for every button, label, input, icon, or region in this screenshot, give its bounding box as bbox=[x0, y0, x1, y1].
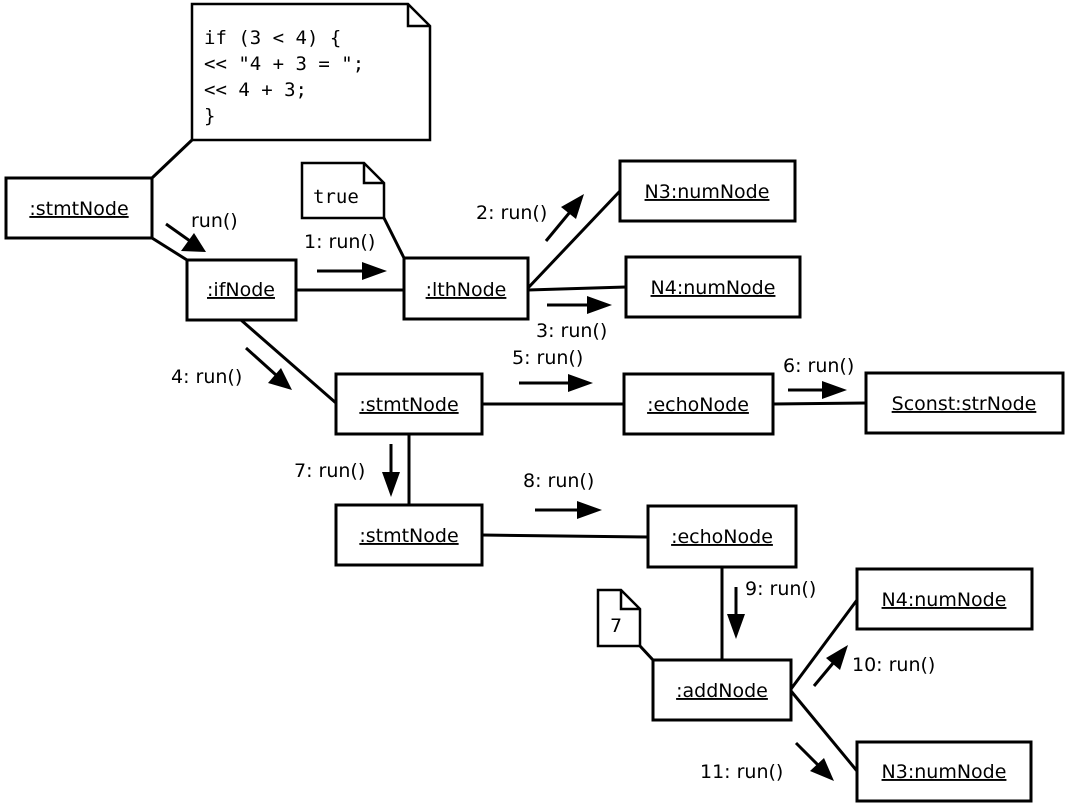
code-line: if (3 < 4) { bbox=[204, 27, 341, 49]
link-lth-n3top bbox=[526, 189, 622, 290]
node-n3-top: N3:numNode bbox=[618, 159, 797, 223]
link-if-stmtmid bbox=[240, 318, 337, 405]
message-label: 1: run() bbox=[304, 231, 375, 253]
link-truenote-lth bbox=[382, 217, 406, 259]
message-label: 4: run() bbox=[171, 366, 242, 388]
node-lth: :lthNode bbox=[402, 256, 530, 321]
message-label: 9: run() bbox=[745, 578, 816, 600]
code-line: << "4 + 3 = "; bbox=[204, 53, 364, 75]
message-arrow bbox=[727, 587, 745, 639]
node-label: :stmtNode bbox=[359, 394, 458, 416]
message-arrow bbox=[535, 501, 602, 519]
code-line: << 4 + 3; bbox=[204, 79, 307, 101]
node-add: :addNode bbox=[651, 658, 793, 722]
seven-note: 7 bbox=[596, 588, 642, 648]
message-arrow bbox=[788, 381, 847, 399]
message-arrow bbox=[165, 222, 206, 252]
node-label: :echoNode bbox=[647, 394, 749, 416]
node-label: N4:numNode bbox=[651, 277, 776, 299]
message-arrow bbox=[812, 645, 848, 687]
node-stmt-low: :stmtNode bbox=[334, 503, 484, 567]
message-label: 7: run() bbox=[294, 460, 365, 482]
links bbox=[150, 138, 867, 772]
message-arrow bbox=[317, 262, 387, 280]
node-label: :echoNode bbox=[671, 526, 773, 548]
node-echo-mid: :echoNode bbox=[622, 372, 775, 436]
message-label: run() bbox=[191, 210, 238, 232]
node-root-stmt: :stmtNode bbox=[4, 176, 154, 240]
message-arrow bbox=[544, 194, 584, 242]
node-n3-bottom: N3:numNode bbox=[855, 740, 1033, 803]
node-label: Sconst:strNode bbox=[892, 393, 1037, 415]
link-root-if bbox=[151, 236, 188, 262]
node-label: :addNode bbox=[676, 680, 768, 702]
node-label: :ifNode bbox=[207, 279, 275, 301]
node-n4-bottom: N4:numNode bbox=[855, 567, 1034, 631]
node-label: :lthNode bbox=[426, 279, 507, 301]
node-n4-top: N4:numNode bbox=[624, 255, 802, 319]
message-arrow bbox=[244, 346, 292, 390]
message-arrow bbox=[519, 374, 593, 392]
node-label: N4:numNode bbox=[882, 589, 1007, 611]
true-note-shape bbox=[300, 161, 386, 220]
message-arrow bbox=[547, 296, 612, 314]
node-label: :stmtNode bbox=[29, 198, 128, 220]
message-label: 8: run() bbox=[523, 470, 594, 492]
link-note-root bbox=[150, 138, 194, 180]
message-arrow bbox=[382, 444, 400, 497]
link-lth-n4top bbox=[527, 285, 627, 292]
code-line: } bbox=[204, 105, 215, 127]
seven-note-text: 7 bbox=[610, 615, 622, 637]
seven-note-shape bbox=[596, 588, 642, 648]
message-label: 10: run() bbox=[852, 654, 935, 676]
message-label: 3: run() bbox=[536, 320, 607, 342]
message-label: 6: run() bbox=[783, 355, 854, 377]
link-add-n4bottom bbox=[789, 599, 859, 690]
node-stmt-mid: :stmtNode bbox=[334, 372, 484, 436]
code-note-shape bbox=[190, 2, 432, 142]
node-if: :ifNode bbox=[185, 258, 298, 322]
link-stmtlow-echolow bbox=[481, 533, 649, 539]
true-note: true bbox=[300, 161, 386, 220]
node-label: N3:numNode bbox=[882, 761, 1007, 783]
node-echo-low: :echoNode bbox=[646, 504, 798, 569]
message-labels: run() 1: run() 2: run() 3: run() 4: run(… bbox=[171, 202, 935, 783]
message-label: 11: run() bbox=[700, 761, 783, 783]
link-echomid-sconst bbox=[772, 401, 867, 406]
node-sconst: Sconst:strNode bbox=[864, 371, 1065, 435]
link-add-n3bottom bbox=[789, 690, 859, 772]
message-label: 5: run() bbox=[512, 347, 583, 369]
message-label: 2: run() bbox=[476, 202, 547, 224]
code-note: if (3 < 4) { << "4 + 3 = "; << 4 + 3; } bbox=[190, 2, 432, 142]
true-note-text: true bbox=[313, 186, 359, 208]
link-sevennote-add bbox=[638, 644, 655, 662]
node-label: :stmtNode bbox=[359, 525, 458, 547]
node-label: N3:numNode bbox=[645, 181, 770, 203]
message-arrow bbox=[794, 741, 834, 781]
